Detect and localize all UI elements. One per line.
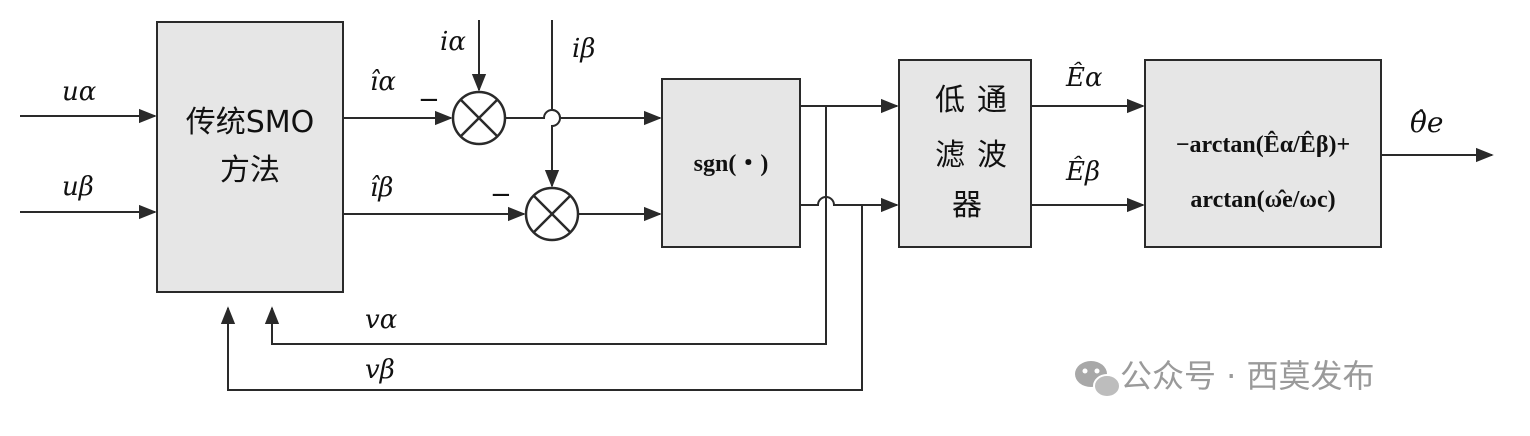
label-E-beta: Êβ [1065,155,1100,187]
watermark-text: 公众号 · 西莫发布 [1120,357,1375,395]
wire-sum-alpha-to-sgn [505,109,662,126]
wire-feedback-v-beta [220,205,863,391]
sum-junction-alpha [451,90,507,146]
lpf-label-4: 波 [977,138,1007,173]
label-v-beta: vβ [365,355,395,385]
sgn-block-label: sgn(・) [694,151,769,177]
label-u-alpha: uα [62,77,97,107]
lpf-label-2: 通 [977,83,1007,118]
smo-block-label-1: 传统SMO [186,105,315,140]
wire-sgn-beta-to-lpf [800,196,899,213]
label-i-beta: iβ [572,34,595,64]
smo-block-label-2: 方法 [220,153,280,188]
label-ihat-beta: îβ [370,173,393,203]
pll-label-1: −arctan(Êα/Êβ)+ [1176,131,1350,158]
lpf-label-5: 器 [952,188,982,223]
label-v-alpha: vα [365,305,398,335]
lpf-label-3: 滤 [935,138,965,173]
label-i-alpha: iα [440,27,466,57]
label-theta: θ̂e [1410,106,1443,139]
label-minus-alpha: − [418,85,440,115]
wire-feedback-v-alpha [264,106,827,345]
label-ihat-alpha: îα [370,67,396,97]
sum-junction-beta [524,186,580,242]
label-u-beta: uβ [62,172,94,202]
label-E-alpha: Êα [1065,61,1103,93]
lpf-block [898,59,1032,248]
smo-block [156,21,344,293]
wire-i-beta [544,20,561,188]
pll-block [1144,59,1382,248]
pll-label-2: arctan(ω̂e/ωc) [1190,187,1335,213]
sgn-block [661,78,801,248]
label-minus-beta: − [490,180,512,210]
wechat-icon [1075,361,1121,398]
lpf-label-1: 低 [935,83,965,118]
